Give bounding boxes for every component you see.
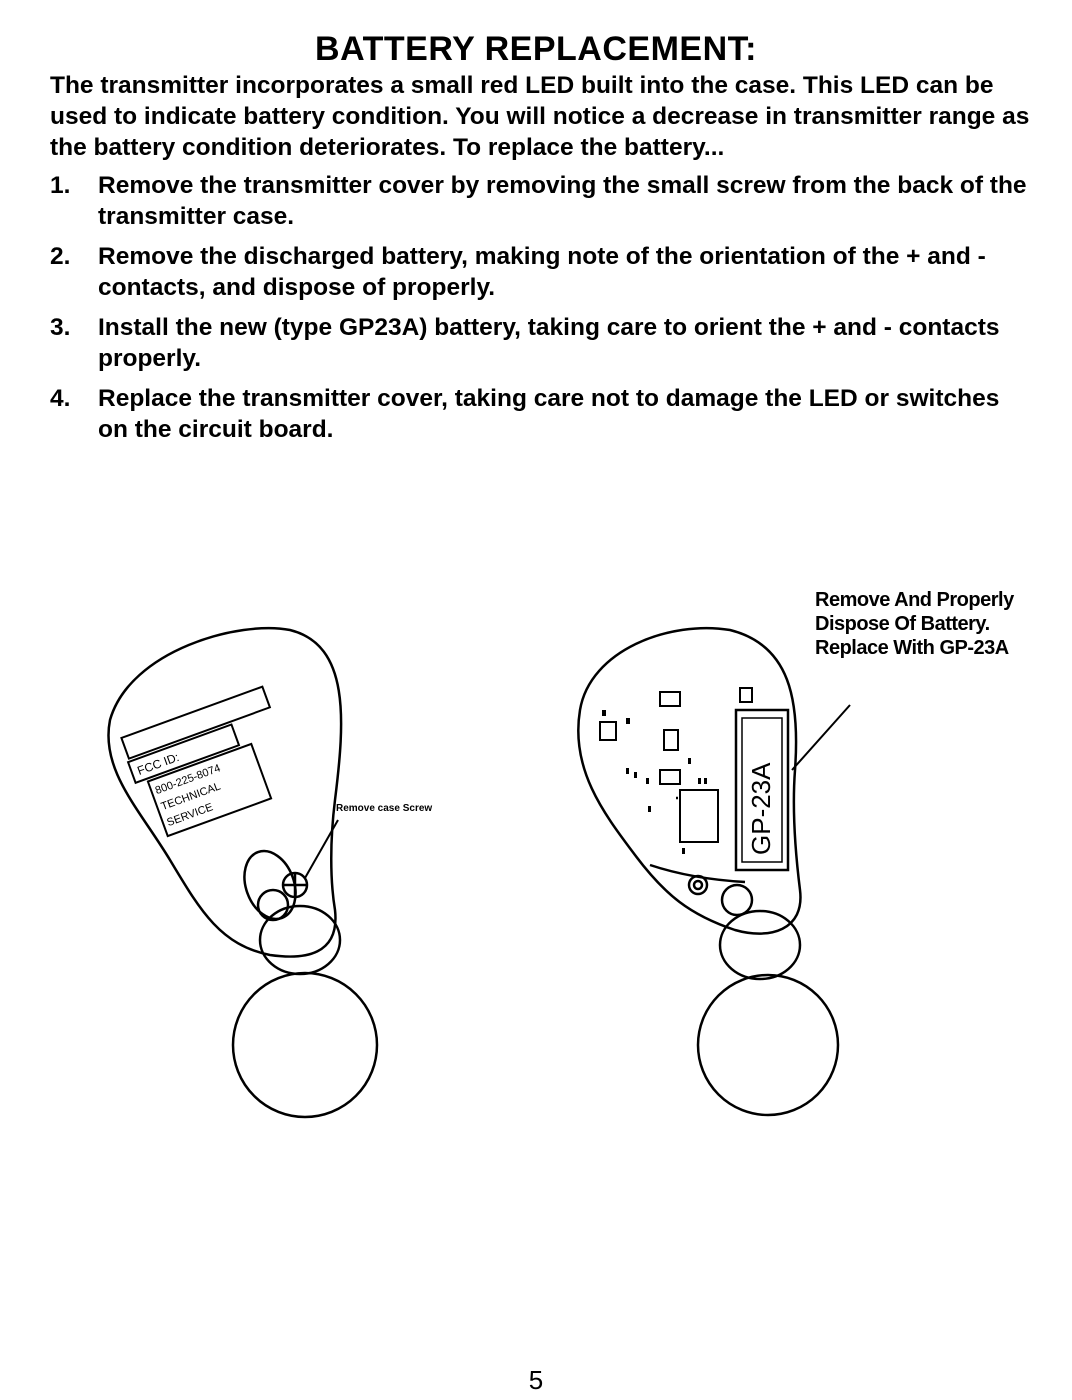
battery-callout-label: Remove And Properly Dispose Of Battery. … [815,589,1014,659]
page-number: 5 [528,1365,544,1395]
step-number: 1. [50,172,71,199]
list-item: 3. Install the new (type GP23A) battery,… [50,312,1030,374]
step-text: Replace the transmitter cover, taking ca… [98,385,1000,443]
transmitter-back-illustration: FCC ID: 800-225-8074 TECHNICAL SERVICE [107,626,379,1119]
page-title: BATTERY REPLACEMENT: [315,30,757,68]
list-item: 4. Replace the transmitter cover, taking… [50,383,1030,445]
list-item: 2. Remove the discharged battery, making… [50,241,1030,303]
screw-callout-label: Remove case Screw [336,803,433,814]
transmitter-open-illustration: GP-23A [577,626,851,1117]
step-number: 4. [50,385,71,412]
steps-list: 1. Remove the transmitter cover by remov… [50,170,1030,454]
step-number: 3. [50,314,71,341]
battery-label: GP-23A [746,762,776,855]
step-number: 2. [50,243,71,270]
intro-paragraph: The transmitter incorporates a small red… [50,72,1030,161]
step-text: Install the new (type GP23A) battery, ta… [98,314,1000,372]
step-text: Remove the discharged battery, making no… [98,243,986,301]
list-item: 1. Remove the transmitter cover by remov… [50,170,1030,232]
step-text: Remove the transmitter cover by removing… [98,172,1027,230]
